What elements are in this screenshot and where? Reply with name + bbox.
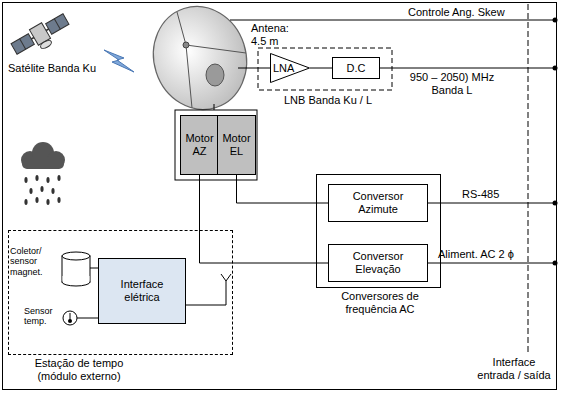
terminal-dot xyxy=(553,261,558,266)
signal-name: Aliment. AC 2 ϕ xyxy=(438,248,514,261)
node-label: Motor AZ xyxy=(183,132,217,157)
amplifier-triangle: LNA xyxy=(270,53,310,83)
terminal-dot xyxy=(553,66,558,71)
node-label: Interface elétrica xyxy=(111,278,173,303)
node-label: Conversor Elevação xyxy=(347,250,409,275)
drop xyxy=(46,177,49,183)
sensor-bulb xyxy=(68,319,72,323)
signal-name: Controle Ang. Skew xyxy=(408,6,505,19)
node-label: Motor EL xyxy=(220,132,254,157)
group-heading: Conversores de frequência AC xyxy=(335,290,425,315)
drop xyxy=(24,199,27,205)
l-band-wire xyxy=(380,68,556,69)
cylinder-fill xyxy=(63,276,90,282)
drop xyxy=(40,186,43,192)
radio-wire xyxy=(186,281,226,305)
cylinder-top xyxy=(62,252,90,260)
panel-line xyxy=(54,19,60,29)
rs485-wire xyxy=(428,203,556,204)
drop xyxy=(24,177,27,183)
io-boundary xyxy=(528,4,529,352)
drop xyxy=(35,197,38,203)
sensor-wire xyxy=(77,318,98,319)
signal-name: 950 – 2050) MHz Banda L xyxy=(402,71,502,96)
radio-antenna-symbol xyxy=(221,274,231,281)
weather-station-group: Interface elétricaEstação de tempo (módu… xyxy=(8,230,233,355)
drop xyxy=(35,175,38,181)
dish-strut xyxy=(177,12,186,45)
sensor-circle xyxy=(63,311,77,325)
io-label: Interface entrada / saída xyxy=(474,356,554,381)
terminal-dot xyxy=(553,201,558,206)
satellite-dish xyxy=(39,39,52,50)
lnb-label: LNB Banda Ku / L xyxy=(284,94,372,107)
dish-feed xyxy=(183,42,189,48)
dish-strut xyxy=(186,45,246,53)
cloud-base xyxy=(22,158,64,169)
motor-housing xyxy=(175,110,257,180)
node-label: LNA xyxy=(273,62,294,75)
antenna-dish xyxy=(140,0,260,122)
amplifier-shape xyxy=(271,54,310,83)
signal-bolt xyxy=(104,50,134,72)
connector-wire xyxy=(200,175,329,263)
signal-name: RS-485 xyxy=(462,188,499,201)
converter-box: D.C xyxy=(332,57,380,79)
drop xyxy=(29,188,32,194)
dish-strut xyxy=(186,45,192,108)
dish-stand xyxy=(214,104,215,110)
drop xyxy=(51,188,54,194)
panel-line xyxy=(20,39,26,49)
motor-box: Motor EL xyxy=(217,115,256,175)
connector-wire xyxy=(237,175,329,203)
interface-box: Interface elétrica xyxy=(98,258,186,324)
dish-reflector xyxy=(140,0,260,122)
power-wire xyxy=(428,263,556,264)
solar-panel xyxy=(11,34,34,54)
group-heading: Estação de tempo (módulo externo) xyxy=(23,357,135,382)
rain-cloud xyxy=(21,142,65,169)
rain-drops xyxy=(24,175,60,205)
drop xyxy=(57,175,60,181)
outer-frame xyxy=(3,3,557,390)
sensor-wire xyxy=(90,268,98,269)
skew-wire xyxy=(230,20,556,21)
feed-wire xyxy=(238,68,270,69)
dish-mount xyxy=(206,64,224,86)
temperature-sensor xyxy=(63,311,77,325)
converter-box: Conversor Azimute xyxy=(328,184,428,222)
solar-panel xyxy=(46,14,69,34)
sensor-label: Sensor temp. xyxy=(24,306,60,327)
converter-box: Conversor Elevação xyxy=(328,244,428,282)
lnb-housing xyxy=(258,48,392,90)
magnetic-collector xyxy=(62,252,90,286)
converter-group: Conversor AzimuteConversor ElevaçãoConve… xyxy=(316,174,441,288)
drop xyxy=(46,199,49,205)
drop xyxy=(57,197,60,203)
satellite-icon xyxy=(10,11,74,62)
antenna-label: Antena: 4.5 m xyxy=(251,22,299,47)
node-label: D.C xyxy=(347,62,366,75)
connector-wire xyxy=(310,68,332,69)
sensor-label: Coletor/ sensor magnet. xyxy=(10,246,60,277)
satellite-label: Satélite Banda Ku xyxy=(8,62,96,75)
motor-box: Motor AZ xyxy=(180,115,219,175)
terminal-dot xyxy=(553,18,558,23)
node-label: Conversor Azimute xyxy=(347,190,409,215)
